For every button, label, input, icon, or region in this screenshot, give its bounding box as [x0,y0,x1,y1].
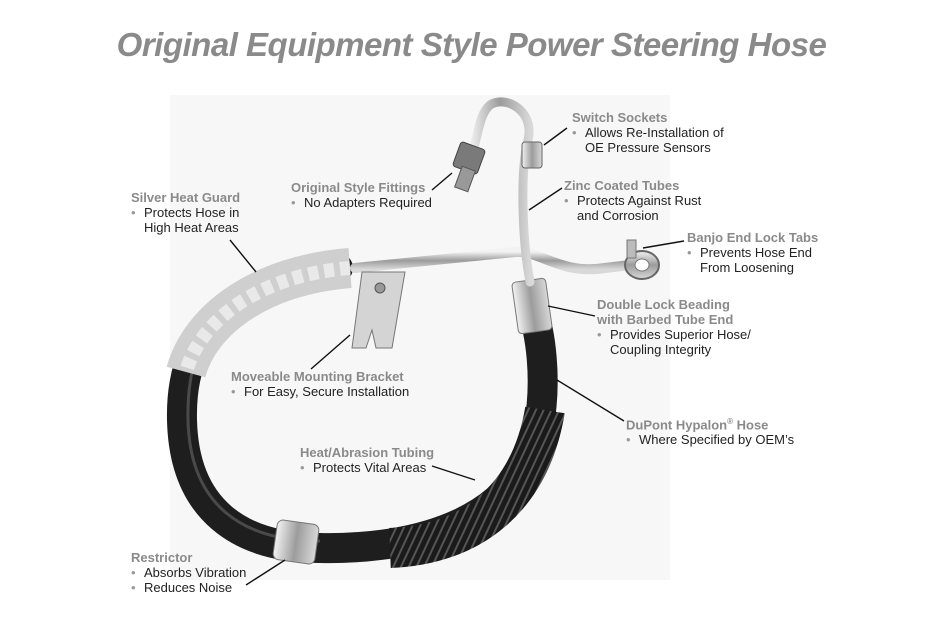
restrictor-collar [272,519,320,565]
callout-heading: Heat/Abrasion Tubing [300,445,435,460]
photo-background [170,95,670,580]
callout-heading-suffix: Hose [733,417,769,433]
callout-text: Provides Superior Hose/ [597,327,751,342]
callout-text: Prevents Hose End [687,245,818,260]
callout-text: Coupling Integrity [610,342,712,357]
switch-socket [521,141,543,169]
callout-double-lock-beading: Double Lock Beading with Barbed Tube End… [597,297,751,357]
vertical-tube [465,97,535,287]
callout-heading: Double Lock Beading [597,297,730,312]
flare-fitting-stem [454,165,476,193]
callout-heading: Moveable Mounting Bracket [231,369,404,384]
callout-text: Where Specified by OEM’s [626,432,794,447]
callout-text: Absorbs Vibration [131,565,246,580]
callout-heat-abrasion-tubing: Heat/Abrasion Tubing Protects Vital Area… [300,445,434,475]
callout-text: No Adapters Required [291,195,432,210]
callout-heading: DuPont Hypalon® Hose [626,414,794,432]
callout-banjo-end-lock-tabs: Banjo End Lock Tabs Prevents Hose End Fr… [687,230,818,275]
callout-text: Protects Against Rust [564,193,701,208]
callout-heading-text: DuPont Hypalon [626,417,728,433]
callout-original-style-fittings: Original Style Fittings No Adapters Requ… [291,180,432,210]
callout-switch-sockets: Switch Sockets Allows Re-Installation of… [572,110,724,155]
callout-heading: Switch Sockets [572,110,668,125]
callout-heading: with Barbed Tube End [597,312,734,327]
callout-text: and Corrosion [577,208,659,223]
callout-zinc-coated-tubes: Zinc Coated Tubes Protects Against Rust … [564,178,701,223]
callout-text: Protects Vital Areas [300,460,434,475]
callout-silver-heat-guard: Silver Heat Guard Protects Hose in High … [131,190,240,235]
callout-text: Protects Hose in [131,205,240,220]
callout-text: For Easy, Secure Installation [231,384,409,399]
trademark-mark: ® [727,417,734,426]
callout-text: Allows Re-Installation of [572,125,724,140]
horizontal-tube [350,246,635,275]
callout-text: Reduces Noise [131,580,246,595]
mounting-bracket [351,271,406,349]
callout-moveable-mounting-bracket: Moveable Mounting Bracket For Easy, Secu… [231,369,409,399]
callout-text: High Heat Areas [144,220,239,235]
callout-restrictor: Restrictor Absorbs Vibration Reduces Noi… [131,550,246,595]
callout-heading: Original Style Fittings [291,180,426,195]
abrasion-tubing [388,406,565,568]
callout-heading: Zinc Coated Tubes [564,178,680,193]
callout-heading: Restrictor [131,550,193,565]
callout-text: OE Pressure Sensors [585,140,711,155]
callout-heading: Banjo End Lock Tabs [687,230,819,245]
callout-text: From Loosening [700,260,794,275]
page-title: Original Equipment Style Power Steering … [116,26,827,63]
callout-heading: Silver Heat Guard [131,190,241,205]
upper-collar [511,277,553,335]
callout-dupont-hypalon-hose: DuPont Hypalon® Hose Where Specified by … [626,414,794,447]
